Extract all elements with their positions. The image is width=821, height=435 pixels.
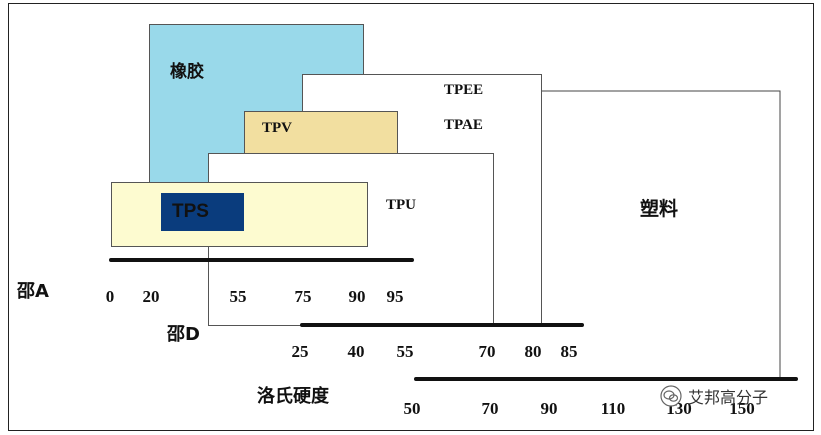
tps-region: [161, 193, 244, 231]
rockwell-tick: 70: [481, 399, 499, 418]
shore-a-label: 邵A: [17, 281, 49, 302]
rubber-label: 橡胶: [170, 62, 204, 82]
rockwell-axis: [414, 377, 798, 381]
shore-d-label: 邵D: [167, 324, 200, 345]
rockwell-tick: 150: [729, 399, 755, 418]
rockwell-tick: 110: [600, 399, 626, 418]
wechat-icon: [660, 385, 682, 407]
rockwell-tick: 50: [403, 399, 421, 418]
shore-a-tick: 90: [348, 287, 366, 306]
plastic-label: 塑料: [640, 198, 679, 220]
shore-d-tick: 40: [347, 342, 365, 361]
shore-a-tick: 95: [386, 287, 404, 306]
shore-a-tick: 75: [294, 287, 312, 306]
tpee-label: TPEE: [444, 82, 484, 98]
rockwell-tick: 90: [540, 399, 558, 418]
shore-a-tick: 0: [105, 287, 115, 306]
shore-d-tick: 80: [524, 342, 542, 361]
tpv-region: [244, 111, 398, 154]
watermark-text: 艾邦高分子: [688, 388, 769, 407]
rockwell-label: 洛氏硬度: [257, 386, 329, 407]
shore-d-tick: 55: [396, 342, 414, 361]
shore-d-tick: 85: [560, 342, 578, 361]
watermark: 艾邦高分子: [660, 384, 768, 408]
shore-d-tick: 70: [478, 342, 496, 361]
shore-a-tick: 55: [229, 287, 247, 306]
diagram-frame: [8, 3, 814, 431]
tpae-label: TPAE: [444, 117, 483, 133]
shore-a-tick: 20: [142, 287, 160, 306]
shore-d-tick: 25: [291, 342, 309, 361]
tpu-label: TPU: [386, 197, 416, 213]
tps-label: TPS: [172, 201, 209, 222]
shore-d-axis: [300, 323, 584, 327]
shore-a-axis: [109, 258, 414, 262]
tpv-label: TPV: [262, 120, 292, 136]
